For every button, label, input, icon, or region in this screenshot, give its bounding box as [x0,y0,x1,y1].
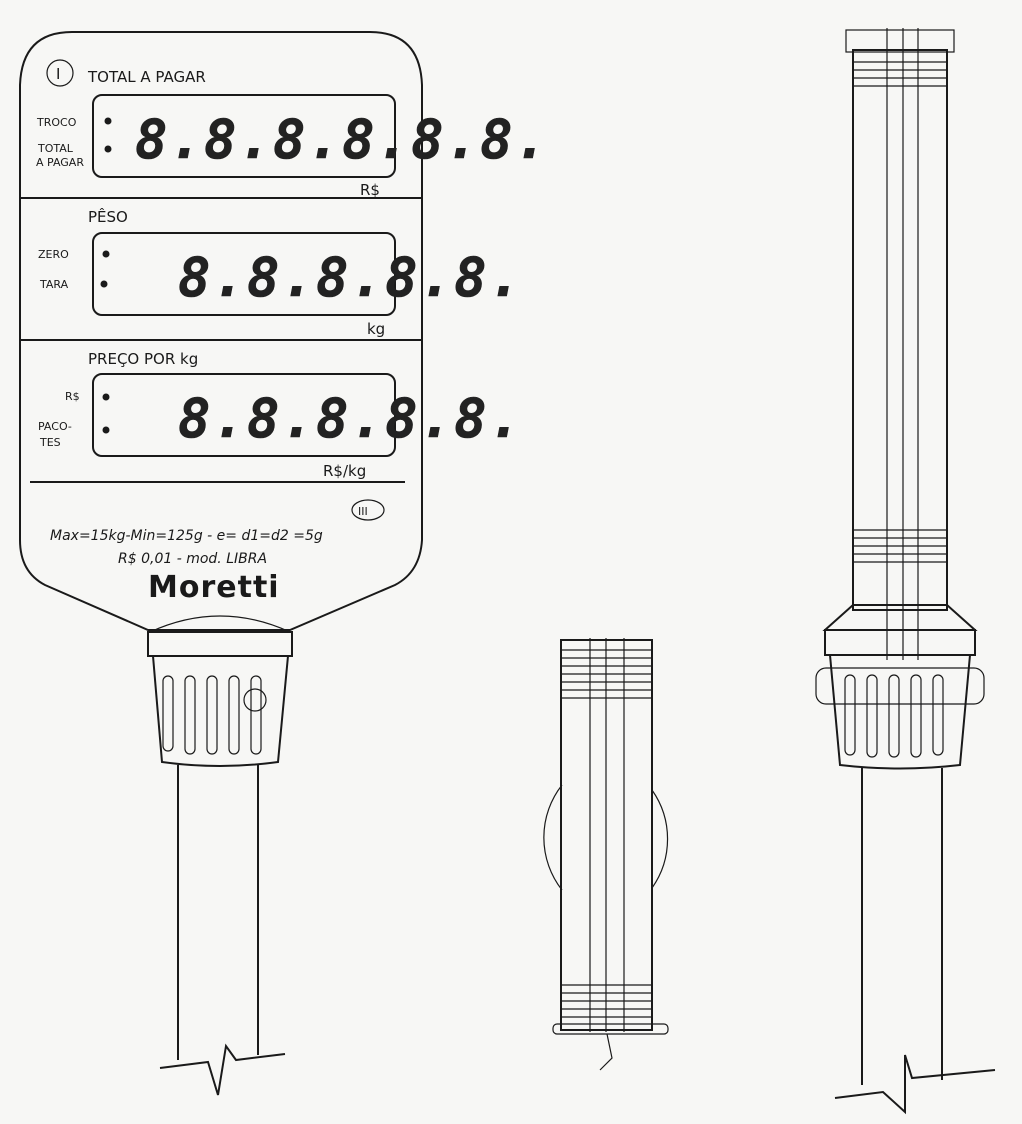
total-label: TOTAL [37,142,74,155]
tall-shoulder [822,604,978,631]
total-title: TOTAL A PAGAR [87,68,206,86]
weight-unit: kg [367,320,385,338]
tall-mid-bands [853,529,947,563]
pacotes-led-icon [102,426,110,434]
total-unit: R$ [360,181,380,199]
total-led-icon [104,145,112,153]
emblem-i-label: I [56,65,60,83]
weight-title: PÊSO [88,207,128,226]
pacotes-label: PACO- [38,420,72,433]
tall-grip-ring [815,667,985,705]
collar-cap [149,615,291,633]
weight-display [92,232,396,316]
spec-line-2: R$ 0,01 - mod. LIBRA [118,551,267,567]
seal-icon [243,688,267,712]
emblem-iii-icon [351,499,385,521]
troco-led-icon [104,117,112,125]
price-title: PREÇO POR kg [88,350,198,368]
emblem-iii-label: III [358,505,368,518]
rs-led-icon [102,393,110,401]
side-view-tall [815,28,996,1115]
head-arc-left [543,784,563,891]
tara-led-icon [100,280,108,288]
grip [151,655,290,767]
price-digits: 8.8.8.8.8. [178,387,523,450]
zero-label: ZERO [38,248,69,261]
tall-grip-ribs [844,674,944,758]
emblem-i-icon [46,59,74,87]
a-pagar-label: A PAGAR [36,156,84,169]
tall-top-bands [853,61,947,87]
weight-digits: 8.8.8.8.8. [178,246,523,309]
head-arc-right [651,789,669,889]
tall-break-line [834,1054,996,1115]
price-unit: R$/kg [323,462,366,480]
total-digits: 8.8.8.8.8.8. [135,108,549,171]
spec-line-1: Max=15kg-Min=125g - e= d1=d2 =5g [50,528,323,544]
front-view: I TOTAL A PAGAR 8.8.8.8.8.8. TROCO TOTAL… [19,31,549,1096]
price-display [92,373,396,457]
troco-label: TROCO [36,116,77,129]
brand-logo: Moretti [148,570,280,605]
tes-label: TES [39,436,61,449]
break-line [159,1043,286,1096]
collar [147,631,293,657]
grip-ribs [162,675,262,755]
tall-grip [828,654,972,770]
tall-body [852,49,948,611]
total-display [92,94,396,178]
scale-head-outline [19,31,423,631]
zero-led-icon [102,250,110,258]
rs-label: R$ [65,390,80,403]
tara-label: TARA [39,278,69,291]
side-break [599,1033,613,1071]
tall-cap [845,29,955,53]
side-foot [552,1023,669,1035]
tall-collar [824,629,976,656]
side-view-small [543,638,669,1071]
